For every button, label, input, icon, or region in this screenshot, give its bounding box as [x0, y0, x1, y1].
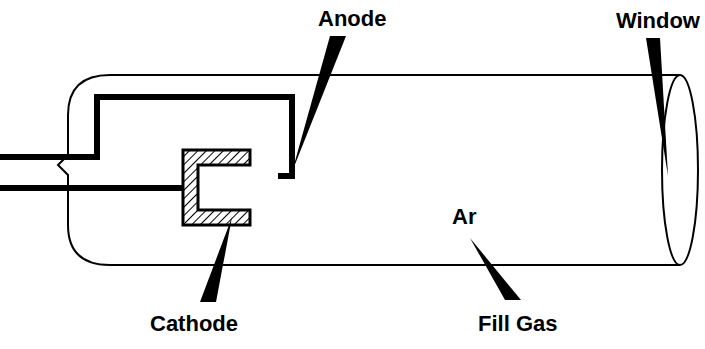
part-label: Ar: [452, 205, 476, 229]
part-label: Fill Gas: [478, 312, 557, 336]
cathode-cup: [183, 150, 250, 225]
leader-wedge: [470, 238, 521, 300]
leader-wedge: [646, 38, 668, 176]
tube-envelope: [58, 75, 680, 265]
part-label: Cathode: [150, 312, 238, 336]
leader-wedge: [200, 217, 232, 302]
part-label: Anode: [318, 7, 386, 31]
part-label: Window: [616, 9, 700, 33]
cathode-wire: [0, 185, 183, 191]
leader-wedge: [292, 36, 346, 172]
